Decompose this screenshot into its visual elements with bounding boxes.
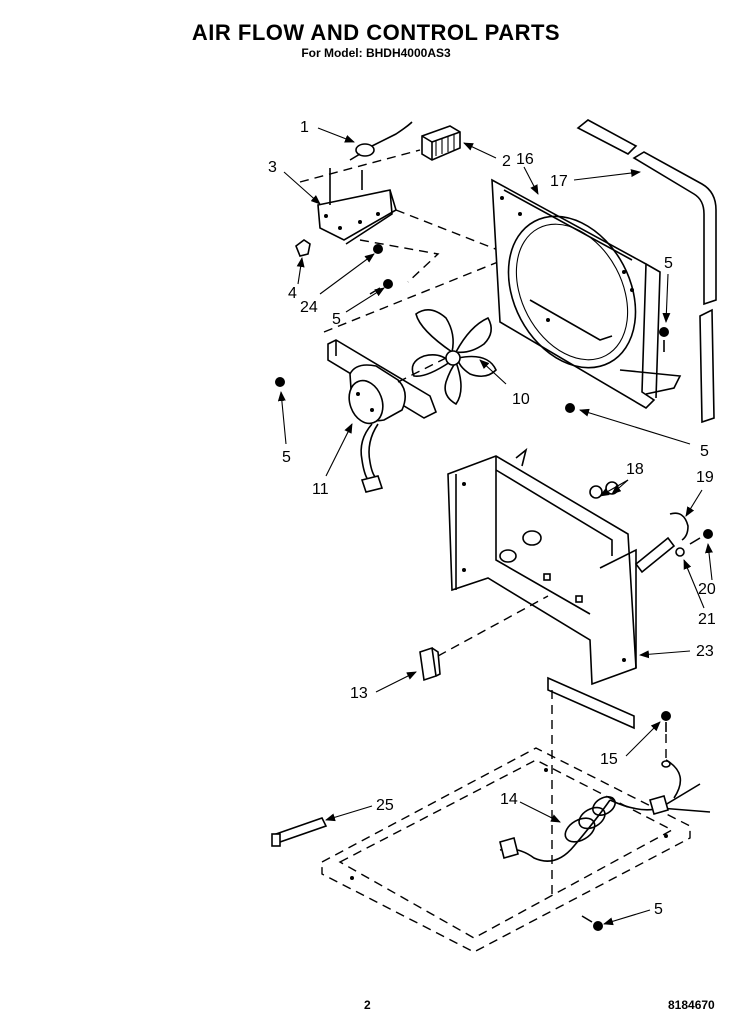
page-title: AIR FLOW AND CONTROL PARTS (191, 20, 561, 45)
screw-5-left (275, 377, 285, 387)
fan-motor (327, 339, 447, 493)
callout-5-upper-left: 5 (332, 311, 341, 328)
clip-19 (669, 512, 689, 541)
screw-5-right (565, 403, 575, 413)
callout-5-right-lower: 5 (700, 443, 709, 460)
bracket-21 (634, 536, 685, 574)
thermostat-knob (349, 121, 413, 161)
model-subtitle: For Model: BHDH4000AS3 (301, 46, 451, 60)
callout-5-bottom: 5 (654, 901, 663, 918)
wire-connector (421, 125, 461, 161)
callout-5-right-upper: 5 (664, 255, 673, 272)
leader-lines (277, 127, 713, 926)
callout-16: 16 (516, 151, 534, 168)
callout-labels: 1 2 16 3 17 5 4 24 5 10 5 5 11 18 19 20 … (268, 119, 716, 918)
callout-18: 18 (626, 461, 644, 478)
callout-11: 11 (312, 481, 329, 498)
fan-blade (411, 309, 497, 406)
screw-15 (661, 711, 671, 768)
screw-24 (373, 244, 383, 254)
page-number: 2 (364, 998, 371, 1012)
nuts-18 (589, 481, 619, 499)
callout-24: 24 (300, 299, 318, 316)
clip-part-4 (295, 239, 311, 257)
callout-4: 4 (288, 285, 297, 302)
control-panel (447, 447, 637, 686)
callout-5-left: 5 (282, 449, 291, 466)
callout-19: 19 (696, 469, 714, 486)
callout-3: 3 (268, 159, 277, 176)
callout-17: 17 (550, 173, 568, 190)
callout-14: 14 (500, 791, 518, 808)
callout-21: 21 (698, 611, 716, 628)
callout-10: 10 (512, 391, 530, 408)
base-pan (321, 747, 691, 953)
screw-20 (689, 529, 713, 545)
power-cord (499, 759, 711, 862)
relay-13 (419, 646, 441, 682)
callout-2: 2 (502, 153, 511, 170)
control-bracket (317, 168, 397, 245)
callout-1: 1 (300, 119, 309, 136)
screw-5-upper (369, 279, 393, 295)
orifice-panel (491, 178, 682, 410)
gasket-strips (576, 119, 717, 424)
wire-tie (271, 817, 328, 847)
document-number: 8184670 (668, 998, 715, 1012)
callout-25: 25 (376, 797, 394, 814)
callout-23: 23 (696, 643, 714, 660)
screw-5-bottom (581, 915, 603, 931)
callout-20: 20 (698, 581, 716, 598)
callout-13: 13 (350, 685, 368, 702)
screw-5-mid (659, 327, 669, 352)
callout-15: 15 (600, 751, 618, 768)
